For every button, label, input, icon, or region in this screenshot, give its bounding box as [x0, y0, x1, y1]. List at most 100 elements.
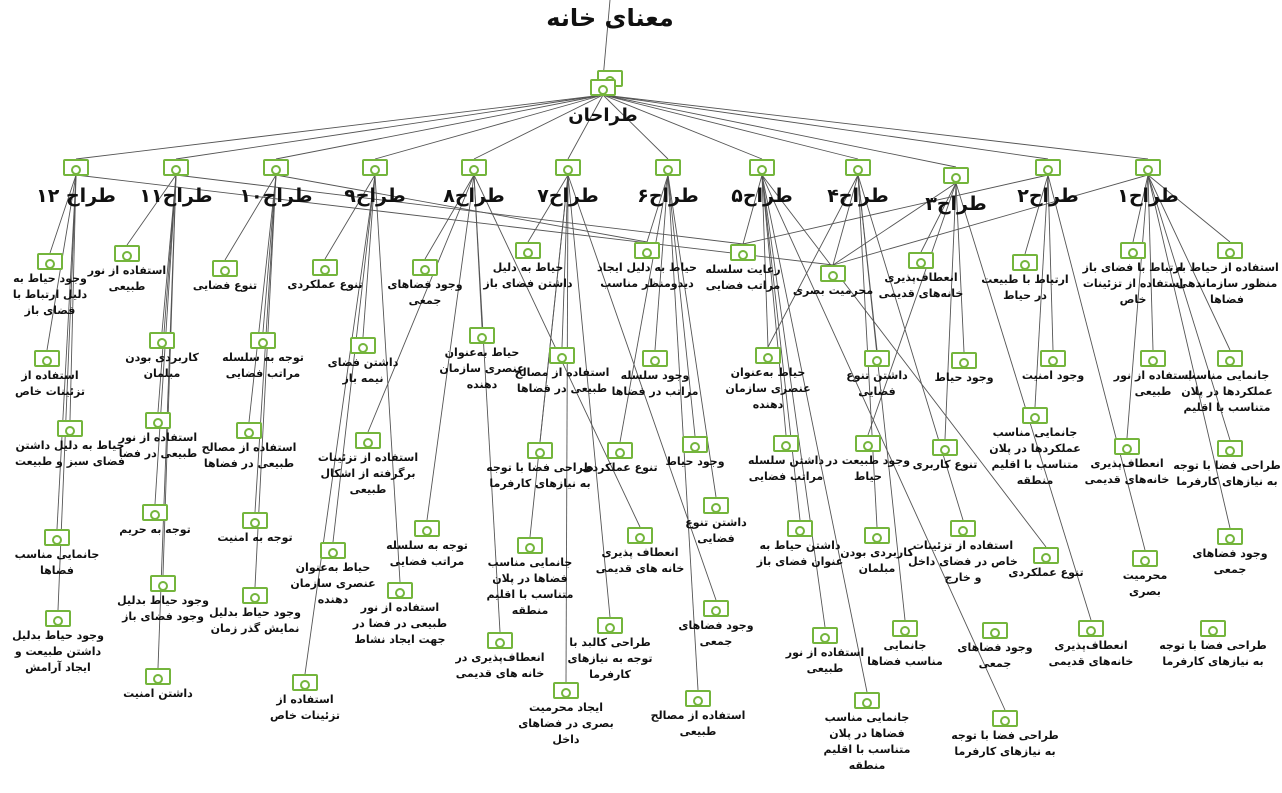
node-y7-label: توجه به سلسله مراتب فضایی — [386, 539, 468, 568]
edge-d3-x1 — [944, 182, 957, 440]
node-x7-label: استفاده از تزئینات برگرفته از اشکال طبیع… — [317, 451, 419, 496]
node-d4-icon — [845, 159, 871, 176]
node-r9a-icon — [312, 259, 338, 276]
node-r10a-icon — [212, 260, 238, 277]
node-w6-icon — [685, 690, 711, 707]
node-root-label: معنای خانه — [546, 4, 674, 32]
edge-d1-r2j — [1147, 174, 1231, 529]
edge-d5-r5a — [742, 174, 763, 245]
node-w1-icon — [1200, 620, 1226, 637]
node-r2d-label: وجود امنیت — [1021, 369, 1085, 382]
edge-d1-r2b — [1147, 174, 1231, 351]
node-r5a-label: رعایت سلسله مراتب فضایی — [705, 263, 781, 292]
node-w2-label: انعطاف‌پذیری خانه‌های قدیمی — [1048, 639, 1134, 668]
node-r12a-label: وجود حیاط به دلیل ارتباط با فضای باز — [12, 272, 88, 317]
node-z7-icon — [150, 575, 176, 592]
edge-d6-x4 — [667, 174, 696, 437]
edge-root-designers — [602, 0, 611, 80]
node-y10-label: توجه به حریم — [119, 523, 191, 536]
node-z6-icon — [242, 587, 268, 604]
node-r2e-label: وجود حیاط — [934, 371, 994, 384]
node-x5-label: تنوع عملکردی — [582, 461, 658, 474]
node-y4-label: داشتن تنوع فضایی — [685, 516, 747, 545]
edge-designers-d11 — [175, 94, 604, 160]
node-v2-icon — [854, 692, 880, 709]
edge-d8-y7 — [426, 174, 475, 521]
node-w3-icon — [982, 622, 1008, 639]
node-r2j-icon — [1217, 528, 1243, 545]
node-designers-icon — [590, 79, 616, 96]
node-d6-label: طراح۶ — [637, 185, 699, 207]
node-r5a-icon — [730, 244, 756, 261]
node-x1-label: تنوع کاربری — [912, 458, 978, 471]
node-r1b-label: ارتباط با فضای باز استفاده از تزئینات خا… — [1082, 261, 1184, 306]
edge-d4-r4a — [832, 174, 859, 266]
node-y8-label: حیاط به‌عنوان عنصری سازمان دهنده — [290, 561, 376, 606]
edge-d9-w9 — [304, 174, 376, 675]
node-y9-label: توجه به امنیت — [217, 531, 293, 544]
node-r7a-label: حیاط به دلیل داشتن فضای باز — [483, 261, 573, 290]
node-z7-label: وجود حیاط بدلیل وجود فضای باز — [117, 594, 209, 623]
edge-d7-z4 — [567, 174, 611, 618]
node-y8-icon — [320, 542, 346, 559]
edge-d4-r5b — [767, 174, 859, 348]
node-r2g-label: جانمایی مناسب عملکردها در پلان متناسب با… — [989, 426, 1081, 487]
node-v2-label: جانمایی مناسب فضاها در پلان متناسب با اق… — [823, 711, 911, 772]
edge-d5-y3 — [761, 174, 801, 521]
node-r2b-icon — [1217, 350, 1243, 367]
node-y5-icon — [627, 527, 653, 544]
node-y9-icon — [242, 512, 268, 529]
node-y2-icon — [864, 527, 890, 544]
edge-d8-r8a — [424, 174, 475, 260]
edge-d9-z5 — [374, 174, 401, 583]
node-z4-icon — [597, 617, 623, 634]
node-r2a-label: ارتباط با طبیعت در حیاط — [981, 273, 1069, 302]
edge-d7-r7a — [527, 174, 569, 243]
node-r3a-label: انعطاف‌پذیری خانه‌های قدیمی — [878, 271, 964, 300]
node-x1-icon — [932, 439, 958, 456]
node-d8-icon — [461, 159, 487, 176]
node-r2c-label: استفاده از نور طبیعی — [1113, 369, 1193, 398]
edge-d5-r5b — [761, 174, 769, 348]
node-y3-label: داشتن حیاط به عنوان فضای باز — [756, 539, 844, 568]
node-r10b-label: توجه به سلسله مراتب فضایی — [222, 351, 304, 380]
node-y6-label: جانمایی مناسب فضاها در پلان متناسب با اق… — [486, 556, 574, 617]
node-r11b-label: کاربردی بودن مبلمان — [125, 351, 199, 380]
edge-d2-z1 — [1047, 174, 1146, 551]
node-y7-icon — [414, 520, 440, 537]
node-d4-label: طراح۴ — [827, 185, 889, 207]
node-w5-icon — [812, 627, 838, 644]
node-r5b-icon — [755, 347, 781, 364]
node-v1-label: طراحی فضا با توجه به نیازهای کارفرما — [951, 729, 1059, 758]
edge-d3-r3a — [920, 182, 957, 253]
edge-d6-r6a — [646, 174, 669, 243]
node-z8-icon — [45, 610, 71, 627]
node-r2g-icon — [1022, 407, 1048, 424]
node-z2-icon — [1033, 547, 1059, 564]
node-x10-label: حیاط به دلیل داشتن فضای سبز و طبیعت — [15, 439, 125, 468]
node-r2h-label: انعطاف‌پذیری خانه‌های قدیمی — [1084, 457, 1170, 486]
edge-d2-r2g — [1034, 174, 1049, 408]
node-r11b-icon — [149, 332, 175, 349]
edge-d12-r12a — [49, 174, 77, 254]
node-r4a-label: محرمیت بصری — [792, 284, 874, 297]
node-d9-label: طراح۹ — [344, 185, 406, 207]
edge-designers-d7 — [567, 94, 604, 160]
node-r7b-icon — [549, 347, 575, 364]
node-w2-icon — [1078, 620, 1104, 637]
node-r2f-label: داشتن تنوع فضایی — [846, 369, 908, 398]
node-y5-label: انعطاف پذیری خانه های قدیمی — [595, 546, 685, 575]
node-r2b-label: جانمایی مناسب عملکردها در پلان متناسب با… — [1181, 369, 1273, 414]
node-d12-icon — [63, 159, 89, 176]
node-x9-label: استفاده از نور طبیعی در فضا — [118, 431, 198, 460]
edge-d1-r2i — [1147, 174, 1231, 441]
edge-d8-x7 — [367, 174, 475, 433]
edge-d1-r2c — [1147, 174, 1154, 351]
edge-d3-r2e — [955, 182, 965, 353]
node-w8-label: انعطاف‌پذیری در خانه های قدیمی — [455, 651, 545, 680]
node-y3-icon — [787, 520, 813, 537]
node-z1-icon — [1132, 550, 1158, 567]
node-d11-icon — [163, 159, 189, 176]
node-r1a-label: استفاده از حیاط به منظور سازماندهی فضاها — [1175, 261, 1279, 306]
